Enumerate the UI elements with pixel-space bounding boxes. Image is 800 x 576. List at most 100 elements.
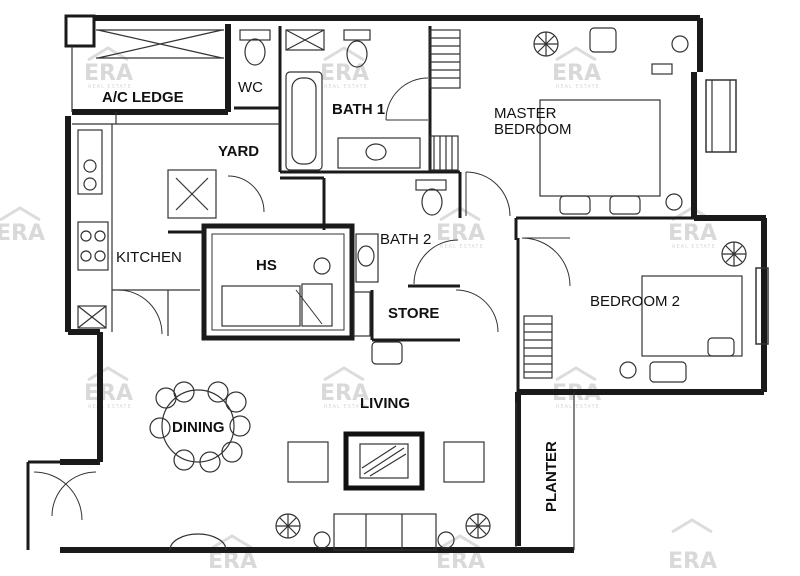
master-chair-icon xyxy=(589,27,617,53)
watermark-sub-text: REAL ESTATE xyxy=(88,404,132,410)
master-wardrobe-lower xyxy=(429,135,459,171)
plant-leaves xyxy=(276,514,300,538)
label-hs: HS xyxy=(256,257,277,274)
watermark-logo: ERA xyxy=(0,206,45,246)
ac-ledge-cross xyxy=(97,29,223,59)
watermark-logo: ERA xyxy=(208,534,257,574)
label-planter: PLANTER xyxy=(543,441,560,512)
watermark-brand-text: ERA xyxy=(320,61,369,86)
bedroom2-wardrobe-hatch xyxy=(524,323,552,373)
hs-shelter xyxy=(201,223,355,341)
bedroom2-lamp-icon xyxy=(619,361,637,379)
sink-drain xyxy=(83,159,97,173)
fridge-cross xyxy=(77,305,107,329)
master-bed xyxy=(539,99,661,197)
bath1-vanity xyxy=(337,137,421,169)
sofa-cushions xyxy=(365,514,403,550)
living-lamp-icon xyxy=(313,531,331,549)
label-master-bedroom-line1: MASTER xyxy=(494,105,557,122)
watermark-sub-text: REAL ESTATE xyxy=(324,404,368,410)
door-entrance-second xyxy=(51,471,97,517)
living-arch xyxy=(169,533,227,551)
doors xyxy=(33,77,571,521)
fixtures xyxy=(77,27,747,551)
column-top-left xyxy=(64,14,96,48)
watermark-brand-text: ERA xyxy=(84,381,133,406)
door-store xyxy=(455,289,499,333)
sofa-icon xyxy=(333,513,437,551)
dining-chair xyxy=(207,381,229,403)
label-yard: YARD xyxy=(218,143,259,160)
basin-top xyxy=(285,29,325,51)
dining-chair xyxy=(199,451,221,473)
wardrobe-hatch xyxy=(430,37,460,79)
fridge-icon xyxy=(77,305,107,329)
stove-burner xyxy=(94,250,106,262)
watermark-brand-text: ERA xyxy=(208,549,257,574)
bath2-vanity xyxy=(355,233,379,283)
watermark-brand-text: ERA xyxy=(668,549,717,574)
plant-leaves xyxy=(466,514,490,538)
dining-table-icon xyxy=(161,389,235,463)
label-living: LIVING xyxy=(360,395,410,412)
door-bedroom2 xyxy=(521,237,571,287)
door-yard xyxy=(227,175,265,213)
armchair-right xyxy=(443,441,485,483)
label-master-bedroom-line2: BEDROOM xyxy=(494,121,572,138)
wc-toilet-icon xyxy=(244,38,266,66)
label-bath2: BATH 2 xyxy=(380,231,431,248)
door-bath1 xyxy=(385,77,429,121)
bathtub-inner xyxy=(291,77,317,165)
watermark-brand-text: ERA xyxy=(668,221,717,246)
plant-leaves xyxy=(534,32,558,56)
dining-chair xyxy=(225,391,247,413)
bath2-sink-icon xyxy=(357,245,375,267)
label-kitchen: KITCHEN xyxy=(116,249,182,266)
armchair-left xyxy=(287,441,329,483)
watermark-sub-text: REAL ESTATE xyxy=(440,244,484,250)
bedroom2-bedside xyxy=(649,361,687,383)
master-lamp-icon-top xyxy=(671,35,689,53)
watermark-brand-text: ERA xyxy=(84,61,133,86)
door-bath2 xyxy=(413,239,459,285)
wardrobe-lower-hatch xyxy=(433,136,453,170)
stove-burner xyxy=(80,230,92,242)
coffee-table-icon xyxy=(343,431,425,491)
watermark-brand-text: ERA xyxy=(436,549,485,574)
window-bedroom2 xyxy=(755,267,769,345)
bath1-cistern xyxy=(343,29,371,41)
plant-leaves xyxy=(722,242,746,266)
bath2-toilet-icon xyxy=(421,188,443,216)
stove-icon xyxy=(77,221,109,271)
master-bedside-left xyxy=(559,195,591,215)
label-store: STORE xyxy=(388,305,439,322)
watermark-sub-text: REAL ESTATE xyxy=(556,84,600,90)
wardrobe xyxy=(429,29,461,89)
hs-desk xyxy=(301,283,333,327)
wc-cistern xyxy=(239,29,271,41)
label-bath1: BATH 1 xyxy=(332,101,385,118)
bedroom2-chair-icon xyxy=(707,337,735,357)
label-ac-ledge: A/C LEDGE xyxy=(102,89,184,106)
stove-burner xyxy=(80,250,92,262)
living-lamp-icon xyxy=(437,531,455,549)
label-wc: WC xyxy=(238,79,263,96)
hs-lamp-icon xyxy=(313,257,331,275)
room-labels: A/C LEDGE WC BATH 1 MASTER BEDROOM YARD … xyxy=(102,79,680,512)
master-stool xyxy=(651,63,673,75)
watermark-logo: ERA xyxy=(436,534,485,574)
washing-machine-icon xyxy=(167,169,217,219)
coffee-table-inner xyxy=(359,443,409,479)
door-master xyxy=(465,171,511,217)
kitchen-sink-icon xyxy=(77,129,103,195)
door-kitchen xyxy=(117,289,163,335)
washing-machine-cross xyxy=(175,177,209,211)
watermark-sub-text: REAL ESTATE xyxy=(556,404,600,410)
sink-drain xyxy=(83,177,97,191)
